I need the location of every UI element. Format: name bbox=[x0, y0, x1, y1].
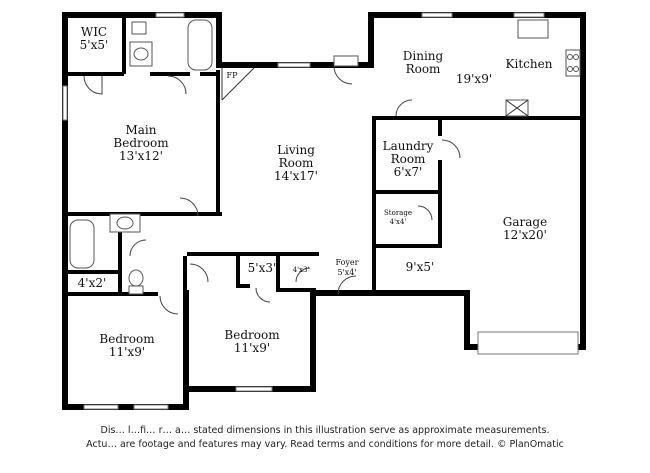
room-dimensions: 6'x7' bbox=[394, 165, 423, 179]
disclaimer-line-2: Actu… are footage and features may vary.… bbox=[86, 439, 564, 450]
room-label-garage-nook: 9'x5' bbox=[406, 260, 435, 274]
room-dimensions: 12'x20' bbox=[503, 228, 547, 242]
room-name: Room bbox=[406, 62, 441, 76]
room-label-kitchen: Kitchen bbox=[506, 57, 553, 71]
room-name: Garage bbox=[503, 215, 547, 229]
fireplace: FP bbox=[227, 71, 239, 80]
room-dimensions: 19'x9' bbox=[456, 72, 492, 86]
room-name: Bedroom bbox=[224, 328, 280, 342]
room-label-closet-b: 4'x3' bbox=[293, 266, 310, 274]
room-label-closet-a: 5'x3' bbox=[248, 261, 277, 275]
room-name: Main bbox=[125, 123, 156, 137]
room-dimensions: 5'x4' bbox=[337, 268, 356, 277]
room-name: WIC bbox=[81, 25, 107, 39]
fixtures bbox=[69, 19, 581, 295]
room-dimensions: 5'x3' bbox=[248, 261, 277, 275]
room-name: Bedroom bbox=[99, 332, 155, 346]
room-name: Room bbox=[279, 156, 314, 170]
room-dimensions: 9'x5' bbox=[406, 260, 435, 274]
room-dimensions: 5'x5' bbox=[80, 38, 109, 52]
disclaimer-line-1: Dis… l…fi… r… a… stated dimensions in th… bbox=[100, 425, 550, 436]
room-dimensions: 4'x4' bbox=[390, 218, 407, 226]
room-label-dining-kitchen-dims: 19'x9' bbox=[456, 72, 492, 86]
fireplace-label: FP bbox=[227, 71, 239, 80]
room-name: Dining bbox=[403, 49, 444, 63]
room-name: Living bbox=[277, 143, 315, 157]
room-dimensions: 14'x17' bbox=[274, 169, 318, 183]
room-name: Storage bbox=[384, 209, 412, 217]
room-dimensions: 4'x2' bbox=[78, 276, 107, 290]
room-name: Bedroom bbox=[113, 136, 169, 150]
room-label-linen: 4'x2' bbox=[78, 276, 107, 290]
room-dimensions: 13'x12' bbox=[119, 149, 163, 163]
room-dimensions: 4'x3' bbox=[293, 266, 310, 274]
room-name: Room bbox=[391, 152, 426, 166]
room-name: Laundry bbox=[383, 139, 434, 153]
room-dimensions: 11'x9' bbox=[234, 341, 270, 355]
room-dimensions: 11'x9' bbox=[109, 345, 145, 359]
windows bbox=[62, 12, 579, 410]
room-name: Kitchen bbox=[506, 57, 553, 71]
doors bbox=[83, 55, 461, 315]
room-name: Foyer bbox=[335, 258, 358, 267]
